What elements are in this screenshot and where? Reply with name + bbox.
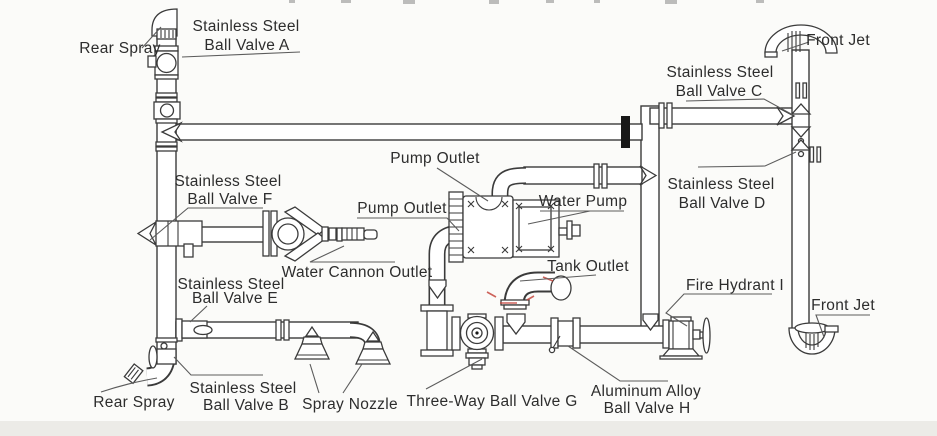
label-valve-e-line2: Ball Valve E (192, 290, 278, 307)
label-valve-c-line2: Ball Valve C (676, 83, 763, 100)
label-tank-outlet: Tank Outlet (547, 258, 629, 275)
leader-front-jet-bottom (815, 314, 870, 338)
bottom-pipe (502, 325, 666, 344)
bottom-edge-band (0, 421, 937, 436)
leader-valve-h (567, 345, 668, 382)
label-valve-b-line1: Stainless Steel (189, 380, 296, 397)
tank-outlet-elbow (500, 271, 572, 310)
leader-three-way-valve (425, 358, 483, 390)
ball-valve-e (175, 318, 213, 342)
leader-rear-spray-top (141, 26, 162, 49)
center-riser-pipe (640, 105, 660, 334)
pump-riser-down-arrow (428, 279, 447, 300)
cropped-title-fragments (289, 0, 764, 4)
label-valve-h-line2: Ball Valve H (604, 400, 691, 417)
label-valve-b-line2: Ball Valve B (203, 397, 289, 414)
hydrant-handwheel (702, 317, 711, 354)
label-valve-d-line2: Ball Valve D (679, 195, 766, 212)
label-fire-hydrant: Fire Hydrant I (686, 277, 784, 294)
tank-outlet-down-arrow (506, 313, 526, 336)
fire-hydrant-i (659, 316, 711, 360)
leader-spray-nozzle-2 (342, 363, 363, 394)
ball-valve-b (148, 337, 178, 369)
label-rear-spray-bottom: Rear Spray (93, 394, 174, 411)
leader-pump-outlet-left (357, 217, 460, 232)
labels: Rear Spray Stainless Steel Ball Valve A … (79, 18, 875, 417)
leader-valve-a (181, 51, 301, 58)
leader-water-pump (527, 210, 591, 225)
leader-valve-f (149, 207, 263, 241)
front-jet-top-elbow (764, 24, 838, 58)
center-riser-down-arrow (642, 313, 659, 332)
label-valve-a-line2: Ball Valve A (204, 37, 290, 54)
pump-pipe-flow-arrow (639, 165, 658, 186)
ball-valve-a (147, 45, 179, 80)
upper-pipe-flange (658, 102, 673, 129)
leader-lines (100, 26, 870, 394)
label-three-way-valve: Three-Way Ball Valve G (406, 393, 577, 410)
leader-spray-nozzle-1 (309, 363, 320, 394)
leader-water-cannon (309, 245, 395, 263)
label-water-pump: Water Pump (539, 193, 628, 210)
leader-pump-outlet-upper (436, 167, 489, 202)
label-pump-outlet-left: Pump Outlet (357, 200, 447, 217)
spray-nozzle-1 (293, 325, 331, 360)
water-pump-assembly (448, 191, 581, 263)
leader-valve-e (189, 305, 208, 323)
spray-pipe-coupling (275, 319, 290, 341)
pump-discharge-pipe (523, 166, 643, 185)
aluminum-ball-valve-h (548, 317, 581, 354)
label-valve-e-line1: Stainless Steel (177, 276, 284, 293)
three-way-ball-valve-g (451, 313, 504, 370)
rear-spray-bottom-outlet (123, 363, 144, 385)
left-riser-flanges (155, 141, 178, 152)
pump-shaft (558, 227, 568, 236)
label-valve-c-line1: Stainless Steel (666, 64, 773, 81)
leader-front-jet-top (781, 41, 810, 52)
pump-pipe-flange (593, 163, 608, 189)
label-front-jet-top: Front Jet (806, 32, 870, 49)
ball-valve-d (790, 139, 822, 163)
label-valve-a-line1: Stainless Steel (192, 18, 299, 35)
leader-valve-d (697, 151, 797, 168)
water-cannon (262, 206, 378, 262)
label-valve-f-line1: Stainless Steel (174, 173, 281, 190)
label-front-jet-bottom: Front Jet (811, 297, 875, 314)
label-rear-spray-top: Rear Spray (79, 40, 160, 57)
label-water-cannon-outlet: Water Cannon Outlet (282, 264, 433, 281)
front-jet-bottom-elbow (788, 322, 839, 355)
leader-fire-hydrant (665, 293, 772, 327)
main-top-pipe (175, 123, 643, 141)
main-pipe-black-flange (621, 116, 630, 148)
label-pump-outlet-upper: Pump Outlet (390, 150, 480, 167)
spray-nozzle-2 (354, 330, 392, 365)
leader-valve-b (173, 356, 263, 376)
leader-valve-c (685, 98, 794, 116)
sight-glass (153, 92, 181, 124)
leader-rear-spray-bottom (100, 377, 158, 393)
left-vertical-pipe (156, 35, 177, 365)
label-valve-d-line1: Stainless Steel (667, 176, 774, 193)
main-pipe-left-flow-arrow (160, 121, 183, 143)
label-spray-nozzle: Spray Nozzle (302, 396, 398, 413)
riser-spool (420, 304, 454, 357)
leader-tank-outlet (519, 274, 597, 282)
label-valve-h-line1: Aluminum Alloy (591, 383, 701, 400)
water-cannon-feed-pipe (199, 226, 265, 243)
label-valve-f-line2: Ball Valve F (187, 191, 272, 208)
